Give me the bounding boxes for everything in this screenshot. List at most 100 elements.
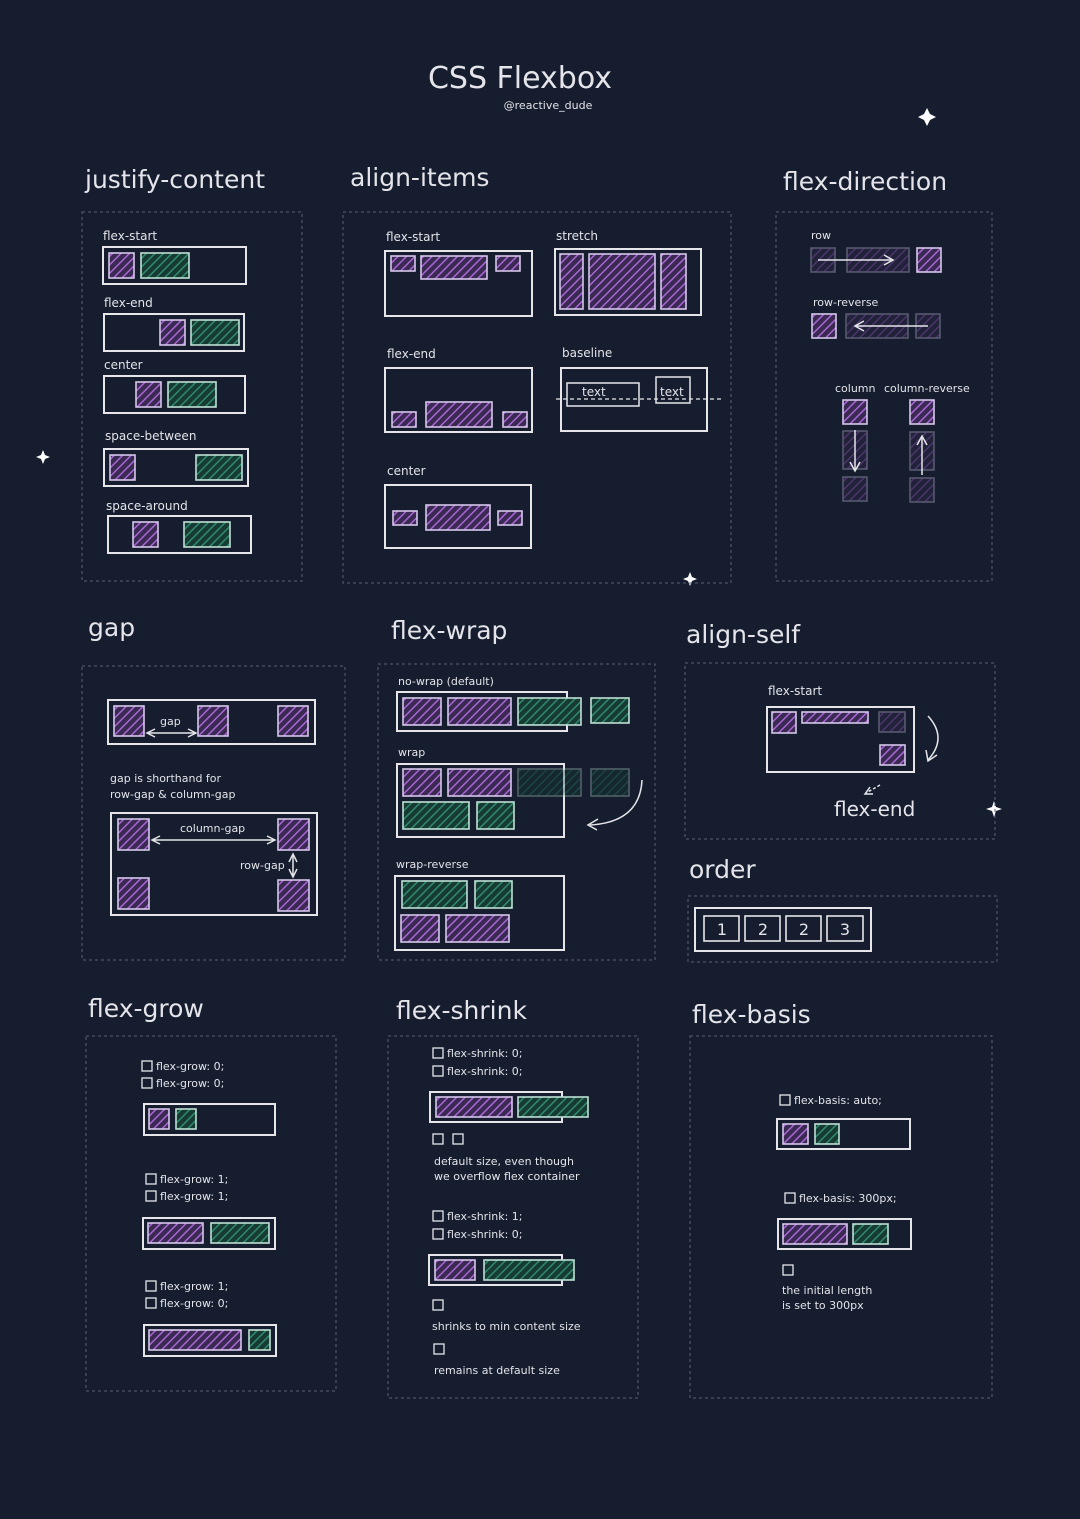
section-frame <box>687 895 998 963</box>
flex-basis-heading: flex-basis <box>692 1000 811 1029</box>
flex-item <box>588 253 656 310</box>
label-space-around: space-around <box>106 499 188 513</box>
order-section: order 1 2 2 3 <box>687 855 998 963</box>
flex-container <box>143 1324 277 1357</box>
label-center: center <box>387 464 426 478</box>
flex-shrink-heading: flex-shrink <box>396 996 527 1025</box>
flex-item <box>434 1259 476 1281</box>
shrink-note: we overflow flex container <box>434 1170 580 1183</box>
shrink-note: shrinks to min content size <box>432 1320 581 1333</box>
label-baseline: baseline <box>562 346 612 360</box>
gap-label: gap <box>160 715 181 728</box>
label-wrap-reverse: wrap-reverse <box>396 858 469 871</box>
page-title: CSS Flexbox <box>428 61 612 96</box>
flex-container <box>396 763 565 838</box>
flex-item <box>390 255 416 272</box>
flex-item <box>852 1223 889 1245</box>
order-value: 3 <box>840 920 850 939</box>
gap-section: gap gap gap is shorthand for row-gap & c… <box>81 613 346 961</box>
flex-item <box>148 1108 170 1130</box>
flex-item <box>140 252 190 279</box>
flex-item <box>447 697 512 726</box>
align-self-section: align-self flex-start flex-end <box>684 620 996 840</box>
flex-item <box>425 504 491 531</box>
flex-item <box>814 1123 840 1145</box>
gap-note: gap is shorthand for <box>110 772 222 785</box>
flex-item <box>476 801 515 830</box>
css-property: flex-grow: 0; <box>156 1077 224 1090</box>
css-property: flex-shrink: 0; <box>447 1228 523 1241</box>
shrink-note: remains at default size <box>434 1364 560 1377</box>
flex-item <box>197 705 229 737</box>
flex-item <box>132 521 159 548</box>
flex-item <box>277 879 310 912</box>
label-row: row <box>811 229 831 242</box>
flex-basis-section: flex-basis flex-basis: auto; flex-basis:… <box>689 1000 993 1399</box>
flex-item <box>801 711 869 724</box>
css-property: flex-grow: 0; <box>160 1297 228 1310</box>
flex-item <box>159 319 186 346</box>
label-flex-end: flex-end <box>104 296 153 310</box>
order-value: 2 <box>758 920 768 939</box>
label-flex-start: flex-start <box>386 230 440 244</box>
label-flex-end: flex-end <box>387 347 436 361</box>
css-property: flex-shrink: 0; <box>447 1065 523 1078</box>
css-property: flex-grow: 1; <box>160 1173 228 1186</box>
basis-note: the initial length <box>782 1284 872 1297</box>
order-value: 2 <box>799 920 809 939</box>
author-handle: @reactive_dude <box>504 99 593 112</box>
label-stretch: stretch <box>556 229 598 243</box>
flex-container <box>110 812 318 916</box>
flex-item <box>474 880 513 909</box>
order-item <box>785 915 822 942</box>
baseline-text: text <box>660 385 684 399</box>
flex-item <box>916 247 942 273</box>
align-items-heading: align-items <box>350 163 489 192</box>
flex-wrap-heading: flex-wrap <box>391 616 507 645</box>
flex-item <box>517 1096 589 1118</box>
flex-item <box>402 801 470 830</box>
order-heading: order <box>689 855 756 884</box>
flex-item <box>391 411 417 428</box>
label-flex-end: flex-end <box>834 797 915 821</box>
sparkle-icon <box>36 108 1002 817</box>
flex-item <box>402 697 442 726</box>
order-item <box>703 915 740 942</box>
flex-item <box>175 1108 197 1130</box>
flex-container <box>384 484 532 549</box>
label-no-wrap: no-wrap (default) <box>398 675 494 688</box>
section-frame <box>81 211 303 582</box>
align-items-section: align-items flex-start stretch flex-end … <box>342 163 732 584</box>
order-item <box>826 915 864 942</box>
flex-item <box>183 521 231 548</box>
flex-item <box>190 319 240 346</box>
flex-item <box>425 401 493 428</box>
css-property: flex-grow: 1; <box>160 1280 228 1293</box>
flex-item <box>117 877 150 910</box>
flex-item <box>148 1329 242 1351</box>
row-gap-label: row-gap <box>240 859 285 872</box>
flex-item <box>147 1222 204 1244</box>
flex-item <box>879 744 906 766</box>
section-frame <box>85 1035 337 1392</box>
align-self-heading: align-self <box>686 620 801 649</box>
section-frame <box>81 665 346 961</box>
text-item <box>655 376 691 404</box>
justify-content-heading: justify-content <box>84 165 265 194</box>
column-gap-label: column-gap <box>180 822 245 835</box>
label-column: column <box>835 382 876 395</box>
flex-item <box>210 1222 270 1244</box>
flex-item <box>782 1223 848 1245</box>
flex-container <box>107 699 316 745</box>
flex-item <box>277 818 310 851</box>
justify-content-section: justify-content flex-start flex-end cent… <box>81 165 303 582</box>
css-property: flex-basis: 300px; <box>799 1192 897 1205</box>
label-wrap: wrap <box>398 746 425 759</box>
flex-container <box>384 250 533 317</box>
flex-grow-section: flex-grow flex-grow: 0; flex-grow: 0; fl… <box>85 994 337 1392</box>
section-frame <box>377 663 656 961</box>
flex-item <box>842 399 868 425</box>
flex-container <box>103 375 246 414</box>
flex-item <box>195 454 243 481</box>
